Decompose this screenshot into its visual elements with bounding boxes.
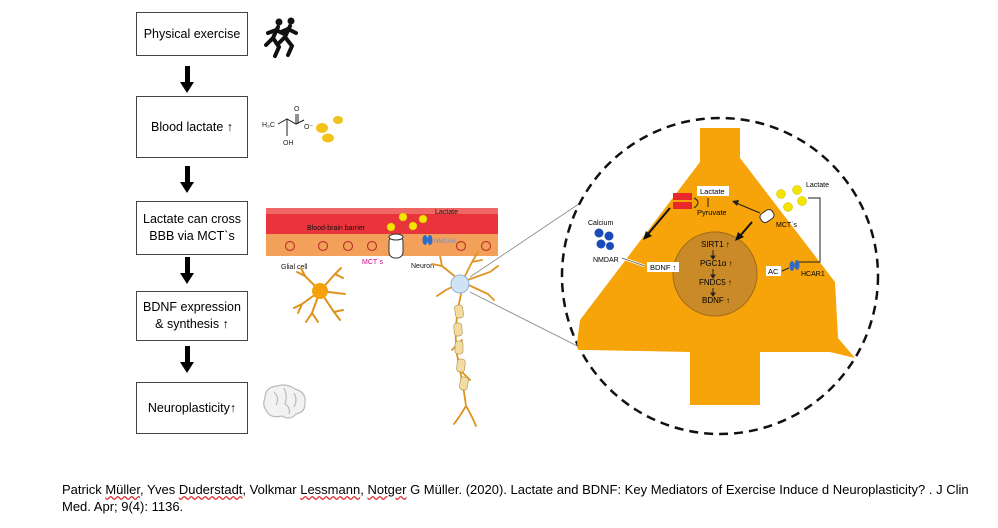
bbb-nmdar-label: NMDAR bbox=[434, 239, 457, 245]
mct-arrow-head bbox=[732, 200, 739, 206]
hcar1-to-ac bbox=[781, 267, 790, 272]
nucleus-arrows bbox=[710, 250, 716, 297]
runners-icon bbox=[264, 17, 298, 58]
calcium-label: Calcium bbox=[588, 220, 613, 227]
box-lactate-cross-bbb: Lactate can cross BBB via MCT`s bbox=[136, 201, 248, 255]
lactate-dot bbox=[316, 123, 328, 133]
bbb-mcts-label: MCT`s bbox=[362, 259, 383, 266]
bdnf-label: BDNF ↑ bbox=[650, 263, 676, 272]
illustration: H₃C OH O O⁻ Blood-brain barrier Lactate … bbox=[262, 17, 880, 436]
myelin-segments bbox=[453, 304, 469, 391]
mct-arrow bbox=[735, 202, 761, 214]
glial-cell bbox=[293, 267, 346, 323]
neuron-label: Neuron bbox=[411, 263, 434, 270]
ldh-box bbox=[673, 193, 692, 200]
bbb-lactate-dots bbox=[386, 212, 428, 232]
svg-text:O⁻: O⁻ bbox=[304, 124, 313, 131]
blood-vessel bbox=[266, 208, 498, 256]
nucleus-fndc5: FNDC5 ↑ bbox=[699, 278, 732, 287]
bbb-cells bbox=[284, 240, 492, 252]
nmdar-arrow bbox=[621, 257, 646, 267]
ac-label: AC bbox=[768, 267, 779, 276]
glial-cell-label: Glial cell bbox=[281, 264, 308, 271]
box-neuroplasticity: Neuroplasticity↑ bbox=[136, 382, 248, 434]
lactate-molecule: H₃C OH O O⁻ bbox=[262, 106, 313, 147]
mct-channel bbox=[759, 208, 775, 224]
svg-text:O: O bbox=[294, 106, 300, 113]
citation: Patrick Müller, Yves Duderstadt, Volkmar… bbox=[62, 482, 969, 514]
lactate-dot bbox=[322, 133, 334, 143]
lactate-top-box bbox=[697, 186, 729, 196]
small-neuron bbox=[431, 251, 499, 427]
nucleus-sirt1: SIRT1 ↑ bbox=[701, 240, 730, 249]
hcar1-label: HCAR1 bbox=[801, 271, 825, 278]
hcar1-receptor bbox=[789, 260, 800, 271]
nucleus bbox=[672, 231, 758, 317]
bbb-lactate-label: Lactate bbox=[435, 209, 458, 216]
svg-text:H₃C: H₃C bbox=[262, 122, 275, 129]
box-physical-exercise: Physical exercise bbox=[136, 12, 248, 56]
arrow-head bbox=[643, 231, 652, 240]
bbb-label: Blood-brain barrier bbox=[307, 225, 366, 232]
arrow-ldh-to-bdnf bbox=[647, 207, 671, 235]
lactate-dot bbox=[333, 116, 343, 124]
arrow-head bbox=[735, 232, 744, 241]
bbb-nmdar-receptor bbox=[422, 235, 433, 245]
lactate-hcar1-path bbox=[798, 197, 821, 263]
ac-box bbox=[766, 266, 781, 276]
lactate-pyruvate-curve bbox=[693, 197, 699, 209]
mcts-label: MCT`s bbox=[776, 222, 797, 229]
lactate-top-label: Lactate bbox=[700, 187, 725, 196]
svg-text:OH: OH bbox=[283, 140, 294, 147]
nmdar-label: NMDAR bbox=[593, 257, 619, 264]
pyruvate-label: Pyruvate bbox=[697, 208, 727, 217]
lactate-right-label: Lactate bbox=[806, 182, 829, 189]
nucleus-pgc1a: PGC1α ↑ bbox=[700, 259, 733, 268]
bdnf-box bbox=[647, 262, 679, 272]
bbb-mct-channel bbox=[388, 233, 404, 259]
arrow-to-nucleus bbox=[739, 221, 753, 237]
box-bdnf-expression: BDNF expression & synthesis ↑ bbox=[136, 291, 248, 341]
nucleus-bdnf: BDNF ↑ bbox=[702, 296, 730, 305]
calcium-dots bbox=[594, 228, 614, 250]
lactate-right-dots bbox=[776, 185, 807, 212]
brain-icon bbox=[263, 384, 306, 419]
box-blood-lactate: Blood lactate ↑ bbox=[136, 96, 248, 158]
ldh-box bbox=[673, 202, 692, 209]
